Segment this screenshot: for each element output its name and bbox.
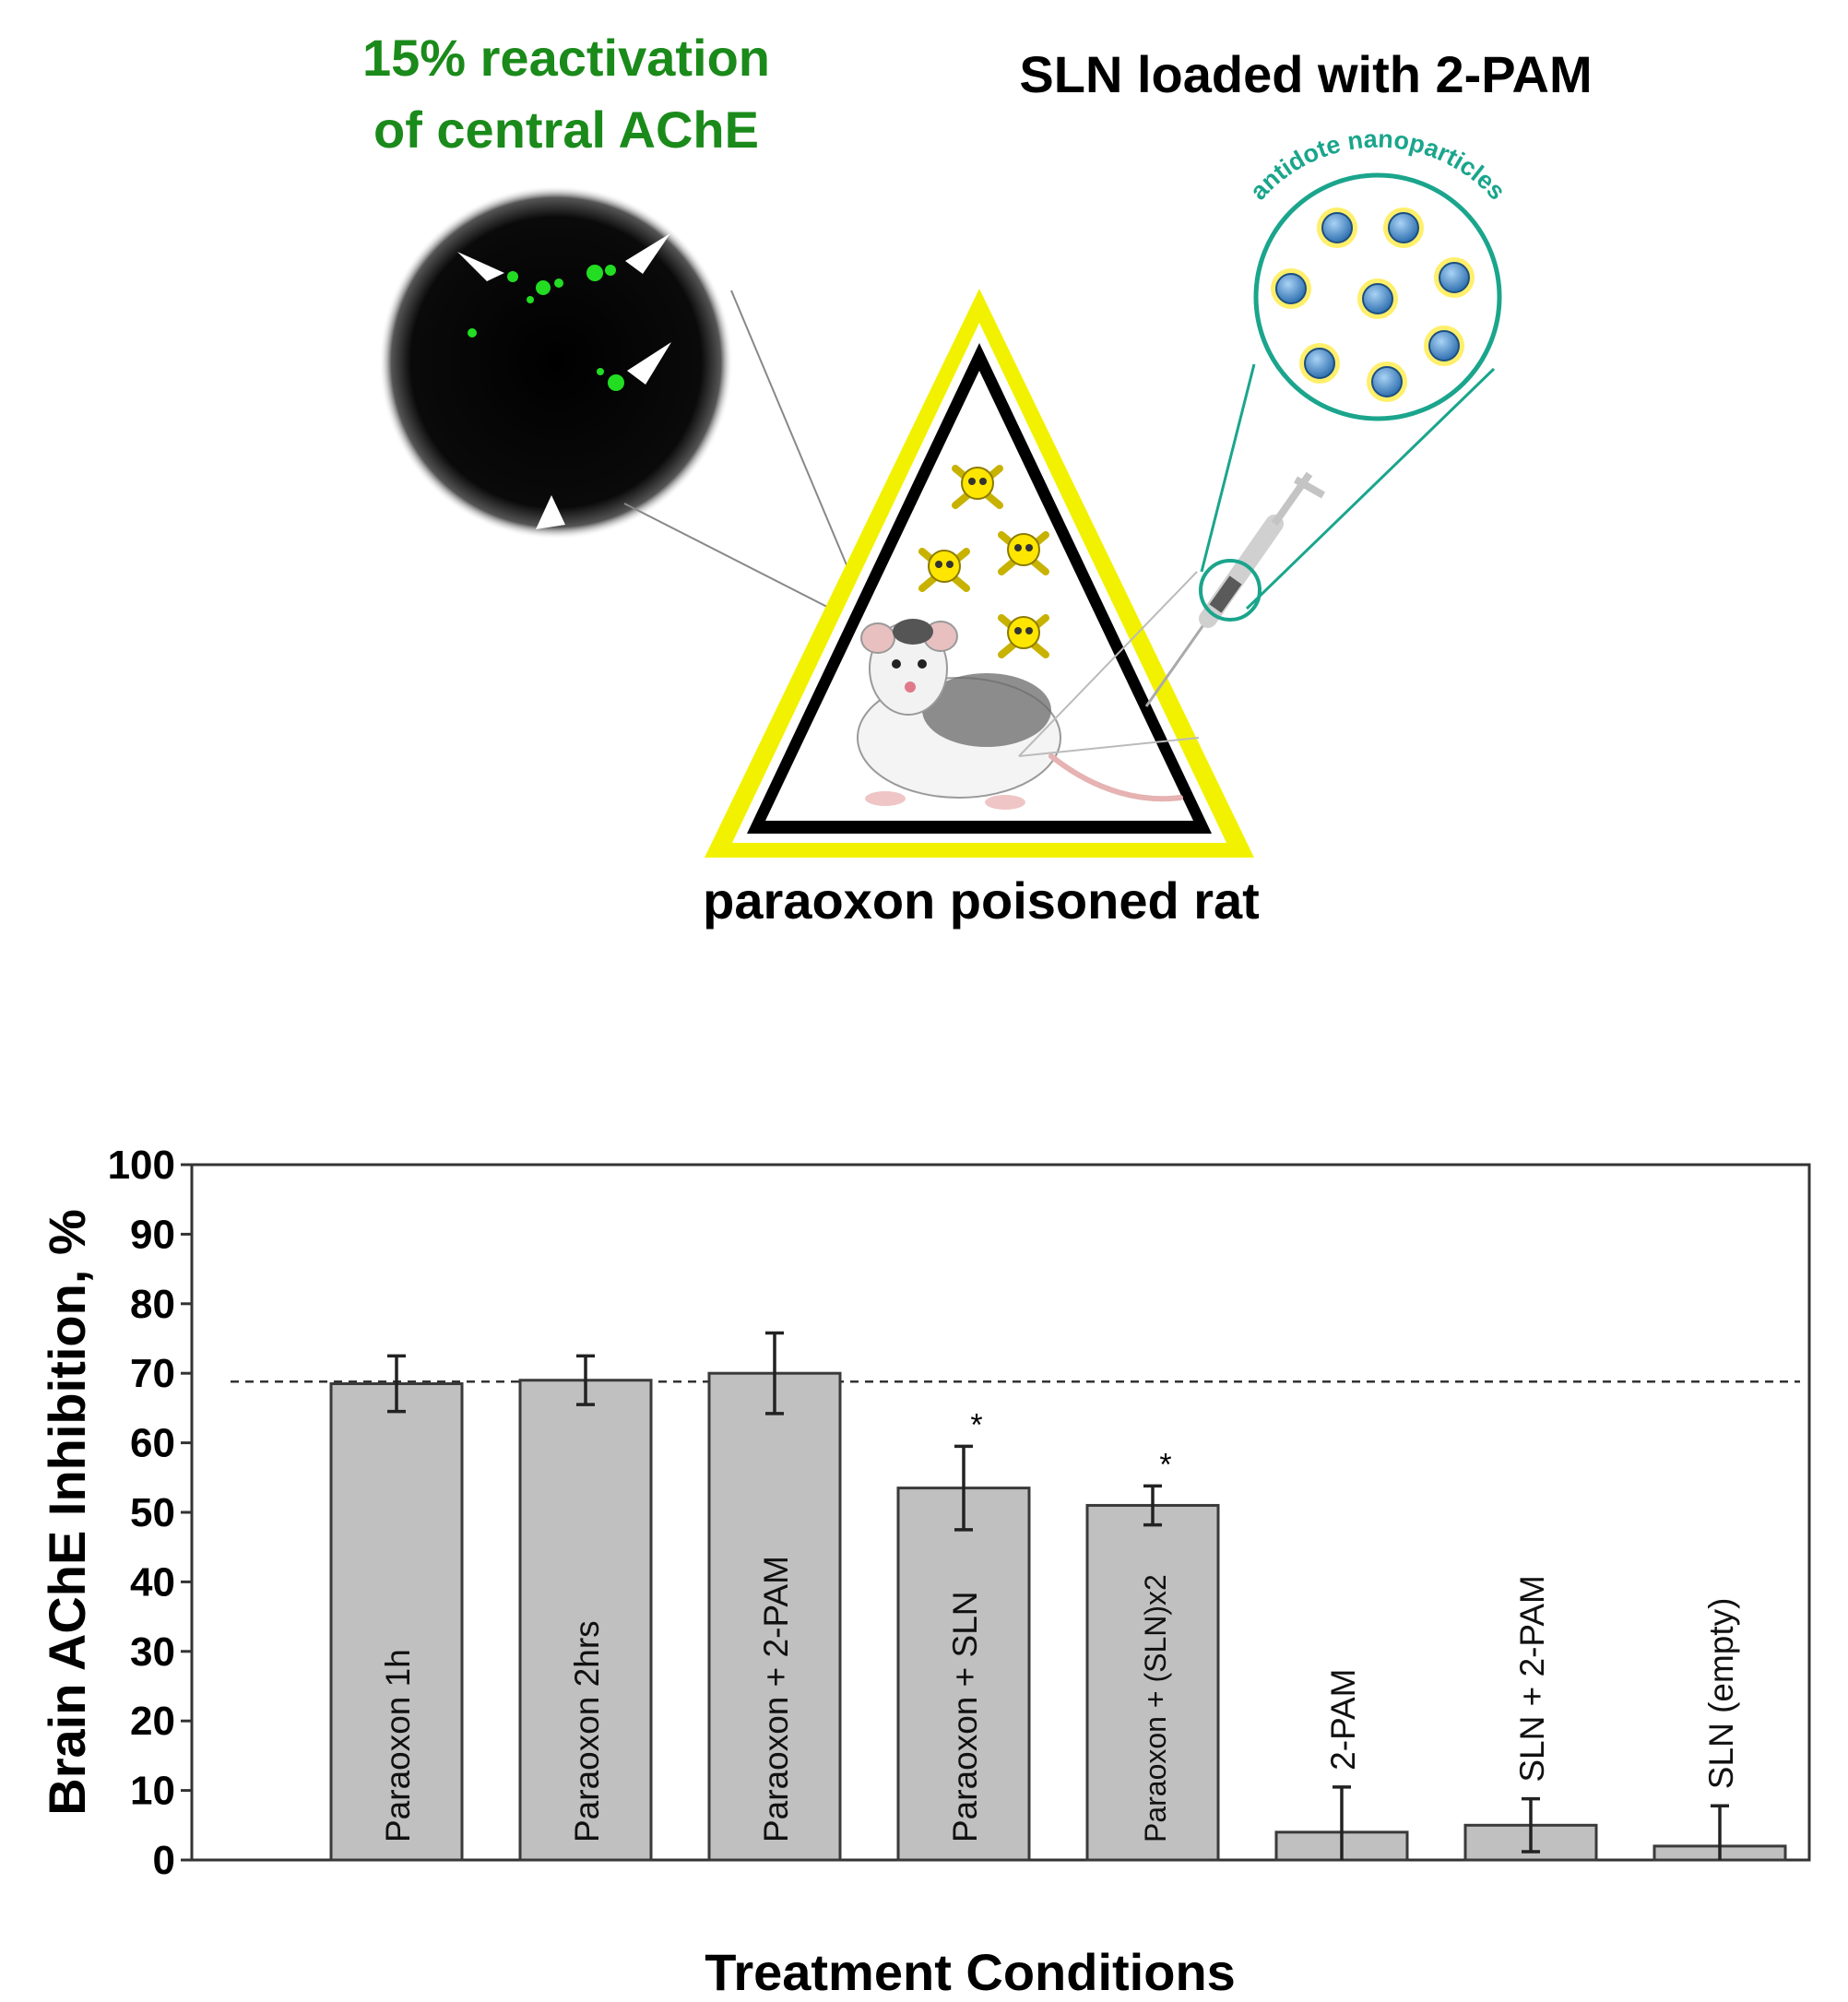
syringe-icon — [1144, 471, 1325, 707]
bar — [707, 1371, 842, 1862]
bar — [1085, 1503, 1220, 1862]
nanoparticle-icon — [1271, 268, 1311, 309]
bar-group: 2-PAM — [1274, 1668, 1409, 1862]
y-tick-label: 30 — [130, 1629, 175, 1675]
bar-group: SLN + 2-PAM — [1463, 1575, 1598, 1862]
nanoparticle-icon — [1434, 257, 1475, 298]
nanoparticle-icon — [1383, 207, 1424, 248]
microscopy-image — [379, 185, 733, 539]
callout-line — [1018, 571, 1198, 757]
skull-icon — [918, 548, 970, 592]
significance-marker: * — [970, 1407, 982, 1442]
significance-marker: * — [1159, 1447, 1171, 1482]
bar-group: Paraoxon 1h — [329, 1354, 464, 1862]
bar-group: SLN (empty) — [1653, 1598, 1787, 1862]
x-axis-label: Treatment Conditions — [705, 1943, 1236, 2001]
bar-group: * Paraoxon + SLN — [896, 1407, 1031, 1862]
y-tick-label: 50 — [130, 1490, 175, 1535]
category-label: Paraoxon + 2-PAM — [757, 1556, 795, 1842]
y-tick-label: 70 — [130, 1351, 175, 1396]
category-label: Paraoxon 2hrs — [568, 1620, 606, 1842]
nanoparticle-icon — [1357, 278, 1398, 319]
skull-icon — [998, 614, 1049, 658]
left-heading-line2: of central AChE — [373, 101, 759, 159]
bottom-label: paraoxon poisoned rat — [703, 871, 1260, 930]
category-label: Paraoxon + (SLN)x2 — [1139, 1574, 1172, 1842]
category-label: SLN (empty) — [1702, 1598, 1740, 1790]
nanoparticles-magnifier — [1253, 172, 1502, 421]
category-label: Paraoxon 1h — [379, 1649, 417, 1842]
bar-group: Paraoxon 2hrs — [518, 1354, 653, 1862]
y-tick-label: 0 — [153, 1838, 175, 1883]
right-heading: SLN loaded with 2-PAM — [1019, 45, 1592, 103]
arrowhead-3 — [627, 342, 671, 385]
bar — [329, 1382, 464, 1862]
nanoparticle-icon — [1367, 361, 1407, 402]
arrowhead-4 — [536, 495, 565, 529]
arrowhead-markers — [457, 233, 671, 529]
skull-icon — [952, 465, 1003, 509]
graphical-abstract: 15% reactivation of central AChE SLN loa… — [362, 29, 1593, 930]
nanoparticle-icon — [1299, 343, 1340, 384]
rat-illustration — [857, 619, 1183, 810]
category-label: Paraoxon + SLN — [946, 1591, 984, 1842]
bar-group: * Paraoxon + (SLN)x2 — [1085, 1447, 1220, 1862]
magnifier-line — [1200, 363, 1256, 573]
y-tick-label: 90 — [130, 1212, 175, 1257]
left-heading-line1: 15% reactivation — [362, 29, 770, 87]
y-tick-label: 100 — [108, 1143, 175, 1188]
callout-line — [1018, 737, 1200, 757]
magnifier-line — [1245, 367, 1496, 610]
bars: Paraoxon 1h Paraoxon 2hrs Paraoxon + 2-PAM… — [329, 1331, 1787, 1862]
nanoparticle-icon — [1424, 326, 1464, 366]
arrowhead-1 — [457, 252, 504, 281]
category-label: 2-PAM — [1324, 1668, 1362, 1770]
y-tick-label: 80 — [130, 1282, 175, 1327]
bar-group: Paraoxon + 2-PAM — [707, 1331, 842, 1862]
skull-icon — [998, 531, 1049, 575]
bar — [518, 1379, 653, 1862]
y-tick-label: 10 — [130, 1769, 175, 1814]
nanoparticle-icon — [1317, 207, 1357, 248]
y-axis-label: Brain AChE Inhibition, % — [38, 1209, 96, 1815]
y-axis: 0 10 20 30 40 50 60 70 80 90 100 — [108, 1143, 192, 1883]
category-label: SLN + 2-PAM — [1513, 1575, 1551, 1782]
y-tick-label: 20 — [130, 1699, 175, 1744]
arrowhead-2 — [625, 233, 670, 274]
y-tick-label: 60 — [130, 1421, 175, 1466]
y-tick-label: 40 — [130, 1559, 175, 1605]
